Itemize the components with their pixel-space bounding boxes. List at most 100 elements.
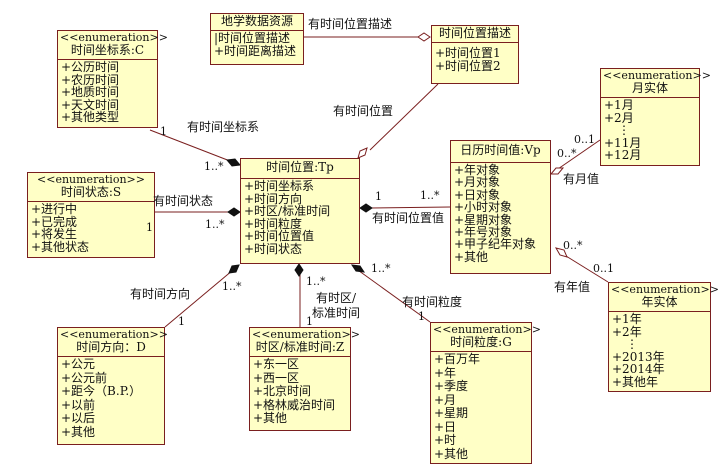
attribute: +天文时间 [61,97,120,112]
association-label: 有时间粒度 [402,295,463,309]
aggregation-diamond-year [554,247,568,258]
multiplicity: 1 [160,125,167,138]
attribute: +月对象 [454,175,501,190]
stereotype: <<enumeration>> [433,323,541,336]
attribute: ⋮ [618,123,630,138]
attribute: +11月 [604,135,642,150]
link-gran-position [354,267,431,323]
multiplicity: 0..1 [593,262,614,275]
multiplicity: 1..* [306,275,326,288]
composition-diamond-coord [226,158,241,167]
class-title: 月实体 [631,81,668,95]
attribute: |时间位置描述 [214,31,291,45]
class-month-entity: <<enumeration>> 月实体 +1月 +2月 ⋮ +11月 +12月 [600,68,711,166]
attribute: +时间位置2 [435,58,501,73]
attribute: +进行中 [31,202,78,216]
composition-diamond-state [227,207,241,217]
association-label: 有时间坐标系 [187,120,260,134]
attribute: +以前 [61,397,96,412]
attribute: +2月 [604,110,634,125]
attribute: +东一区 [253,357,300,371]
multiplicity: 1 [306,315,313,328]
class-title: 地学数据资源 [211,14,303,31]
attribute: +百万年 [434,352,481,366]
multiplicity: 0..* [563,239,583,252]
class-geo-resource: 地学数据资源 |时间位置描述 +时间距离描述 [210,13,304,65]
multiplicity: 1..* [371,262,391,275]
stereotype: <<enumeration>> [611,283,719,296]
attribute: +1月 [604,98,634,112]
association-label: 有时区/ [316,291,357,305]
link-desc-position [369,83,439,151]
attribute-list: +公历时间 +农历时间 +地质时间 +天文时间 +其他类型 [58,60,157,125]
attribute: +时间位置1 [435,46,501,60]
association-label: 标准时间 [312,306,361,320]
aggregation-diamond-desc [417,32,431,42]
composition-diamond-value [359,203,373,213]
attribute: +北京时间 [253,384,312,398]
attribute: +地质时间 [61,85,120,100]
link-year-value [565,255,609,283]
stereotype: <<enumeration>> [60,31,168,44]
class-title: 日历时间值:Vp [451,141,550,163]
stereotype: <<enumeration>> [252,328,360,341]
class-year-entity: <<enumeration>> 年实体 +1年 +2年 ⋮ +2013年 +20… [608,282,719,392]
attribute: +时间坐标系 [244,179,315,193]
attribute: +2014年 [612,362,665,377]
class-title-area: <<enumeration>> 时间坐标系:C [58,31,168,60]
attribute: +月 [434,392,457,407]
link-position-value [369,206,451,209]
attribute-list: +时间位置1 +时间位置2 [432,43,518,73]
attribute: +日对象 [454,187,501,202]
stereotype: <<enumeration>> [603,69,711,82]
attribute: +时间距离描述 [214,43,297,58]
attribute-list: +1年 +2年 ⋮ +2013年 +2014年 +其他年 [609,312,710,390]
class-title-area: <<enumeration>> 月实体 [601,69,711,98]
link-direction-position [164,269,234,328]
attribute-list: +百万年 +年 +季度 +月 +星期 +日 +时 +其他 [431,352,531,462]
composition-diamond-direction [228,264,240,274]
link-month-value [554,139,601,172]
attribute: +公元前 [61,370,108,385]
attribute: +12月 [604,148,642,163]
attribute-list: +公元 +公元前 +距今（B.P.） +以前 +以后 +其他 [58,357,164,440]
attribute: +其他 [454,249,489,264]
attribute-list: +进行中 +已完成 +将发生 +其他状态 [28,202,154,254]
association-label: 有时间位置描述 [308,17,393,31]
class-time-direction: <<enumeration>> 时间方向：D +公元 +公元前 +距今（B.P.… [57,327,168,445]
attribute: +2年 [612,324,642,339]
composition-diamond-tz [294,263,304,277]
class-title: 时间位置描述 [432,26,518,43]
multiplicity: 1..* [420,189,440,202]
link-coord-position [149,129,231,162]
attribute: +星期对象 [454,212,513,227]
attribute: +2013年 [612,349,665,364]
attribute: +其他 [61,424,96,439]
attribute-list: +年对象 +月对象 +日对象 +小时对象 +星期对象 +年号对象 +甲子纪年对象… [451,163,550,264]
class-title-area: <<enumeration>> 时间方向：D [58,328,168,357]
attribute: +小时对象 [454,200,513,215]
class-time-position-description: 时间位置描述 +时间位置1 +时间位置2 [431,25,519,84]
attribute: +其他 [434,446,469,461]
attribute: +其他状态 [31,239,90,254]
class-timezone-standard-time: <<enumeration>> 时区/标准时间:Z +东一区 +西一区 +北京时… [249,327,360,431]
class-title: 时间坐标系:C [70,43,145,57]
attribute: ⋮ [626,337,638,352]
attribute: +星期 [434,406,469,420]
association-label: 有时间方向 [130,287,191,301]
attribute: +格林威治时间 [253,397,336,412]
attribute: +甲子纪年对象 [454,237,537,252]
attribute: +西一区 [253,370,300,385]
attribute-list: +1月 +2月 ⋮ +11月 +12月 [601,98,699,163]
class-title-area: <<enumeration>> 时区/标准时间:Z [250,328,360,357]
attribute: +已完成 [31,214,78,229]
multiplicity: 0..1 [574,133,595,146]
class-title-area: <<enumeration>> 时间状态:S [28,173,154,202]
attribute: +其他年 [612,374,659,389]
attribute: +年 [434,365,457,380]
multiplicity: 1 [375,190,382,203]
attribute: +时区/标准时间 [244,204,331,219]
class-time-position: 时间位置:Tp +时间坐标系 +时间方向 +时区/标准时间 +时间粒度 +时间位… [240,158,360,264]
stereotype: <<enumeration>> [37,173,145,186]
